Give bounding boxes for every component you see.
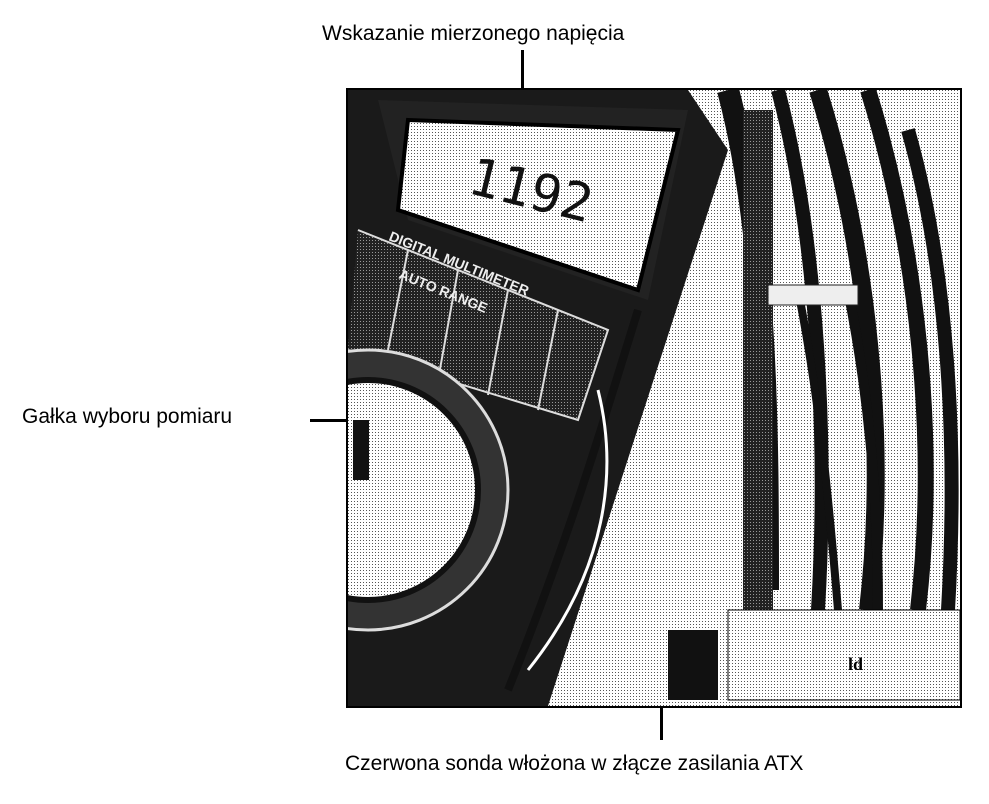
leader-line-left (310, 419, 350, 422)
multimeter-photo-drawing: ld 1192 DIGITAL MULTIMETER AUTO RANGE (226, 87, 961, 706)
label-selector-knob: Gałka wyboru pomiaru (22, 405, 233, 428)
multimeter-photo: ld 1192 DIGITAL MULTIMETER AUTO RANGE (226, 87, 962, 708)
probe-lead (504, 308, 642, 692)
probe-handle (743, 110, 773, 610)
connector-mark: ld (848, 654, 863, 674)
atx-connector (727, 609, 961, 701)
range-panel (347, 229, 610, 422)
label-voltage-reading: Wskazanie mierzonego napięcia (322, 22, 625, 45)
lcd-display (395, 117, 681, 293)
label-red-probe: Czerwona sonda włożona w złącze zasilani… (345, 752, 804, 775)
